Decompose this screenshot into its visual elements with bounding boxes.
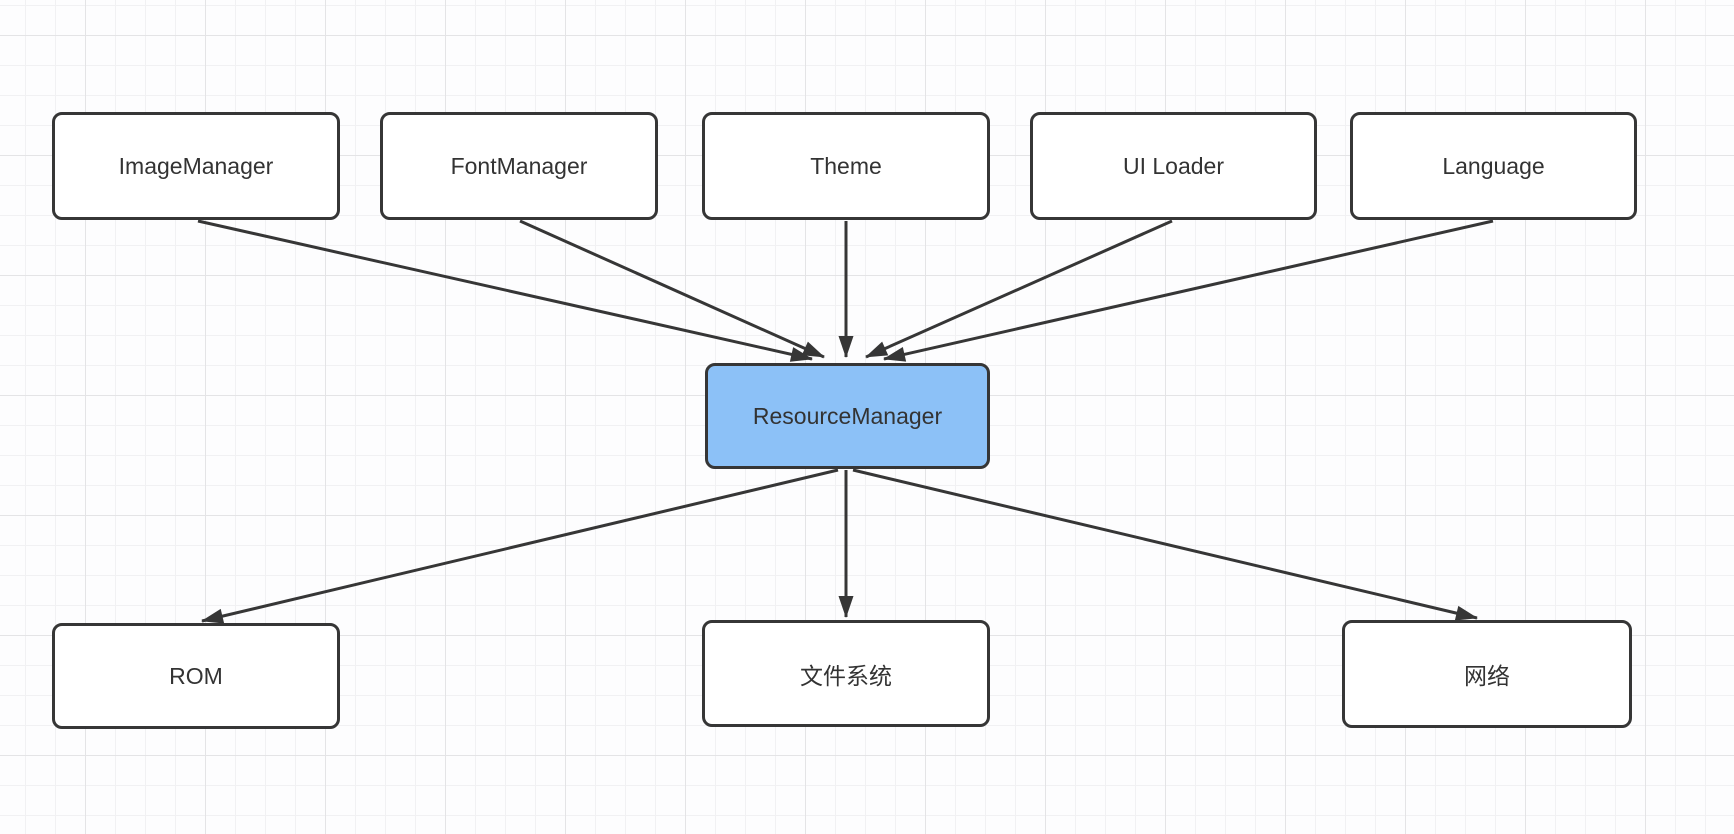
node-resource-manager-label: ResourceManager — [752, 402, 943, 429]
edge-fontmanager-to-resourcemanager[interactable] — [519, 219, 825, 359]
edge-language-to-resourcemanager[interactable] — [883, 219, 1494, 362]
node-resource-manager[interactable]: ResourceManager — [705, 363, 990, 469]
node-theme-label: Theme — [810, 152, 882, 179]
node-network[interactable]: 网络 — [1342, 620, 1632, 728]
node-language-label: Language — [1442, 152, 1545, 179]
node-font-manager[interactable]: FontManager — [380, 112, 658, 220]
node-image-manager[interactable]: ImageManager — [52, 112, 340, 220]
edge-resourcemanager-to-rom[interactable] — [201, 468, 839, 624]
node-font-manager-label: FontManager — [450, 152, 588, 179]
edge-imagemanager-to-resourcemanager[interactable] — [197, 219, 813, 362]
edge-uiloader-to-resourcemanager[interactable] — [865, 219, 1173, 359]
node-rom-label: ROM — [169, 662, 223, 689]
node-ui-loader[interactable]: UI Loader — [1030, 112, 1317, 220]
node-network-label: 网络 — [1464, 663, 1510, 689]
edge-resourcemanager-to-network[interactable] — [852, 468, 1478, 621]
node-ui-loader-label: UI Loader — [1122, 152, 1224, 179]
node-language[interactable]: Language — [1350, 112, 1637, 220]
node-theme[interactable]: Theme — [702, 112, 990, 220]
node-rom[interactable]: ROM — [52, 623, 340, 729]
node-file-system-label: 文件系统 — [800, 662, 892, 689]
node-image-manager-label: ImageManager — [118, 152, 274, 179]
node-file-system[interactable]: 文件系统 — [702, 620, 990, 727]
